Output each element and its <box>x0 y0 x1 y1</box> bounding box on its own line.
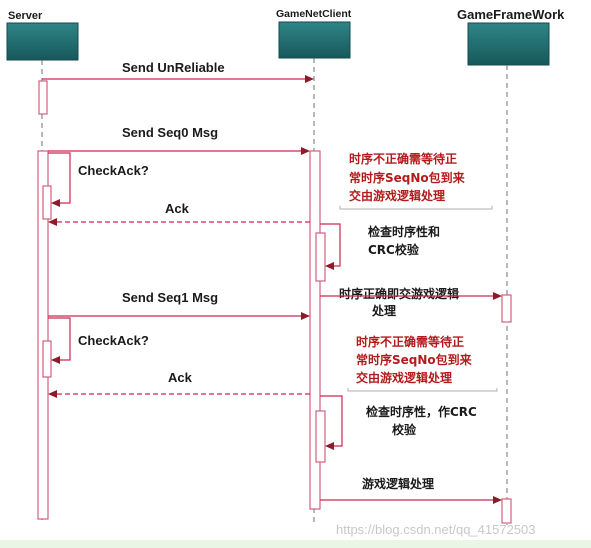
activation-client-1 <box>309 150 321 510</box>
arrowhead-send-seq0 <box>301 147 310 155</box>
arrowhead-send-seq1 <box>301 312 310 320</box>
note-correct-forward: 时序正确即交游戏逻辑 处理 <box>339 286 463 318</box>
arrowhead-checkack-2 <box>51 356 60 364</box>
note-game-logic: 游戏逻辑处理 <box>362 476 434 491</box>
activation-client-3 <box>315 410 326 463</box>
note-check-1: 检查时序性和 CRC校验 <box>368 224 444 257</box>
self-loop-check-2 <box>320 395 343 447</box>
note-bracket-2 <box>347 388 498 392</box>
note-correct-forward-line-2: 处理 <box>371 303 396 318</box>
message-label-send-unreliable: Send UnReliable <box>122 60 225 75</box>
activation-server-3 <box>42 185 52 220</box>
message-label-send-seq1: Send Seq1 Msg <box>122 290 218 305</box>
self-loop-check-1 <box>320 223 341 267</box>
activation-framework-2 <box>501 498 512 524</box>
message-label-checkack-1: CheckAck? <box>78 163 149 178</box>
bottom-strip <box>0 540 591 548</box>
note-wait-2-line-2: 常时序SeqNo包到来 <box>356 352 473 367</box>
note-wait-1: 时序不正确需等待正 常时序SeqNo包到来 交由游戏逻辑处理 <box>349 151 469 203</box>
actor-box-server <box>6 22 79 61</box>
note-check-2-line-2: 校验 <box>392 422 417 437</box>
actor-label-gameframework: GameFrameWork <box>457 7 565 22</box>
self-loop-checkack-2 <box>48 317 71 361</box>
activation-framework-1 <box>501 294 512 323</box>
activation-client-2 <box>315 232 326 282</box>
note-wait-1-line-3: 交由游戏逻辑处理 <box>349 188 445 203</box>
message-label-checkack-2: CheckAck? <box>78 333 149 348</box>
actor-box-gameframework <box>467 22 550 66</box>
note-wait-2-line-3: 交由游戏逻辑处理 <box>356 370 452 385</box>
self-loop-checkack-1 <box>48 152 71 204</box>
arrowhead-game-logic <box>493 496 502 504</box>
note-wait-2-line-1: 时序不正确需等待正 <box>356 334 464 349</box>
message-label-ack-1: Ack <box>165 201 190 216</box>
note-check-2: 检查时序性，作CRC 校验 <box>366 404 481 437</box>
arrowhead-send-unreliable <box>305 75 314 83</box>
note-check-1-line-2: CRC校验 <box>368 242 420 257</box>
actor-label-server: Server <box>8 10 43 22</box>
note-check-1-line-1: 检查时序性和 <box>368 224 440 239</box>
arrowhead-checkack-1 <box>51 199 60 207</box>
activation-server-4 <box>42 340 52 378</box>
watermark-text: https://blog.csdn.net/qq_41572503 <box>336 522 536 537</box>
arrowhead-check-1 <box>325 262 334 270</box>
activation-server-1 <box>38 80 48 115</box>
note-wait-2: 时序不正确需等待正 常时序SeqNo包到来 交由游戏逻辑处理 <box>356 334 476 385</box>
arrowhead-ack-1 <box>48 218 57 226</box>
note-bracket-1 <box>339 206 493 210</box>
message-label-ack-2: Ack <box>168 370 193 385</box>
note-correct-forward-line-1: 时序正确即交游戏逻辑 <box>339 286 459 301</box>
message-label-send-seq0: Send Seq0 Msg <box>122 125 218 140</box>
note-check-2-line-1: 检查时序性，作CRC <box>366 404 477 419</box>
actor-label-gamenetclient: GameNetClient <box>276 8 352 20</box>
activation-server-2 <box>37 150 49 520</box>
actor-box-gamenetclient <box>278 21 351 59</box>
note-wait-1-line-2: 常时序SeqNo包到来 <box>349 170 466 185</box>
arrowhead-check-2 <box>325 442 334 450</box>
arrowhead-ack-2 <box>48 390 57 398</box>
note-wait-1-line-1: 时序不正确需等待正 <box>349 151 457 166</box>
arrowhead-forward <box>493 292 502 300</box>
